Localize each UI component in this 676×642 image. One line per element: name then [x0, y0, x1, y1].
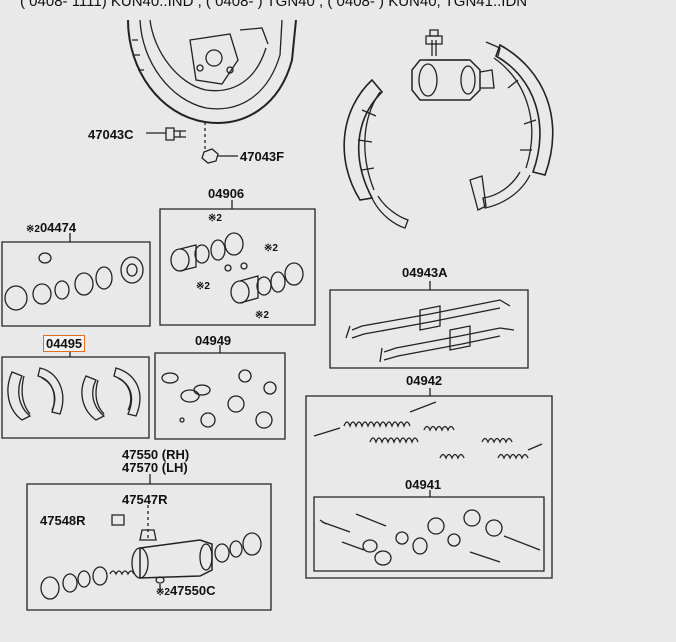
part-label-04949[interactable]: 04949: [195, 333, 232, 348]
box-04474: [2, 233, 150, 326]
box-47550: [27, 474, 271, 610]
part-label-04495-highlighted[interactable]: 04495: [43, 335, 86, 352]
bolt-47043c: [146, 128, 186, 140]
part-number: 47550C: [169, 583, 216, 598]
note-mark: ※2: [196, 281, 210, 292]
part-label-04941[interactable]: 04941: [405, 477, 442, 492]
box-04942: [306, 388, 552, 578]
wheel-cylinder-top: [412, 30, 494, 100]
box-04943a: [330, 281, 528, 368]
part-label-47043f[interactable]: 47043F: [240, 149, 285, 164]
note-mark: ※2: [208, 213, 222, 224]
note-mark: ※2: [156, 587, 170, 598]
note-mark: ※2: [264, 243, 278, 254]
box-04949: [155, 345, 285, 439]
part-label-47548r[interactable]: 47548R: [40, 513, 86, 528]
part-label-47570-lh[interactable]: 47570 (LH): [122, 460, 188, 475]
nut-47043f: [202, 149, 238, 163]
part-label-04942[interactable]: 04942: [406, 373, 443, 388]
part-label-47550c[interactable]: ※247550C: [156, 584, 216, 598]
backing-plate: [128, 20, 296, 123]
note-mark: ※2: [255, 310, 269, 321]
box-04495: [2, 352, 149, 438]
part-label-04906[interactable]: 04906: [208, 186, 245, 201]
part-number: 04474: [39, 220, 77, 235]
part-label-47550-rh[interactable]: 47550 (RH): [122, 447, 190, 462]
box-04941: [314, 490, 544, 571]
part-label-04943a[interactable]: 04943A: [402, 265, 448, 280]
header-text: ( 0408- 1111) KUN40..IND , ( 0408- ) TGN…: [20, 0, 528, 10]
brake-shoe-assembly: [344, 42, 553, 228]
box-04906: [160, 200, 315, 325]
note-mark: ※2: [26, 224, 40, 235]
part-label-47043c[interactable]: 47043C: [88, 127, 134, 142]
part-label-47547r[interactable]: 47547R: [122, 492, 168, 507]
part-label-04474[interactable]: ※204474: [26, 221, 76, 235]
